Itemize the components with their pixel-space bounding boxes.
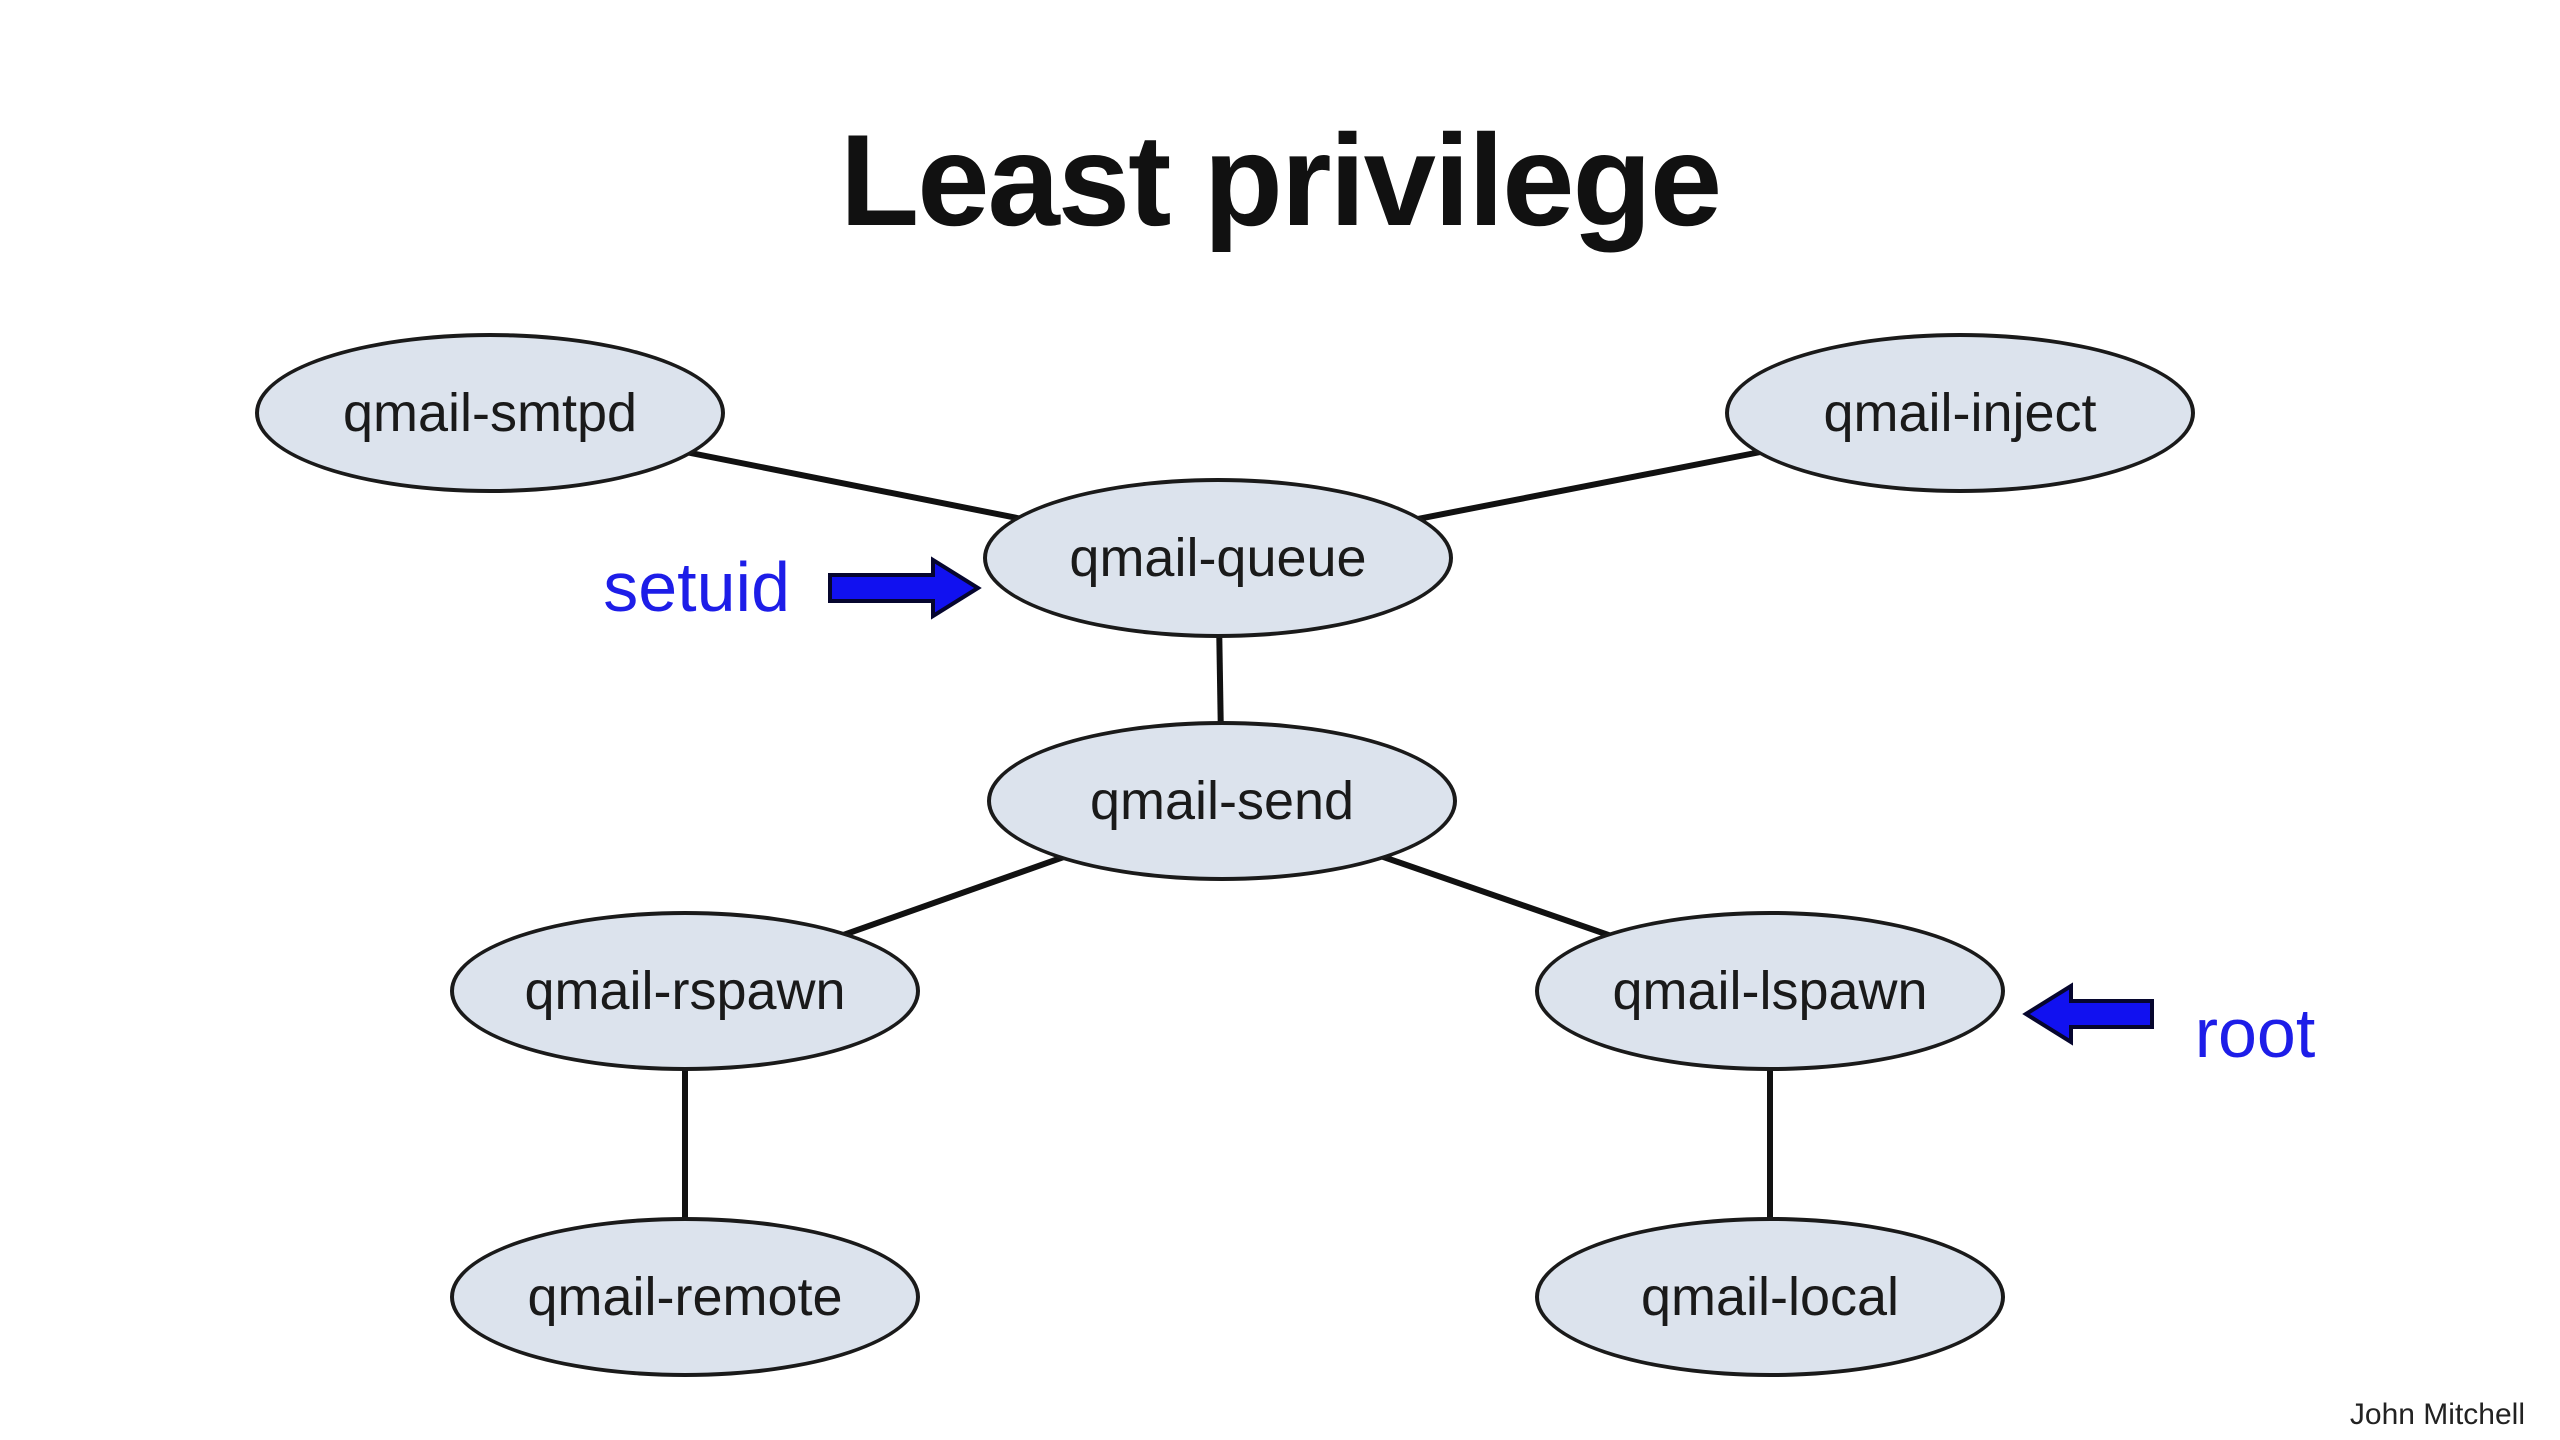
- node-qmail-remote: qmail-remote: [450, 1217, 920, 1377]
- node-label: qmail-inject: [1823, 383, 2097, 443]
- node-qmail-lspawn: qmail-lspawn: [1535, 911, 2005, 1071]
- arrow-right-icon: [828, 556, 982, 620]
- setuid-annotation: setuid: [603, 548, 790, 626]
- credit-author: John Mitchell: [2349, 1398, 2525, 1431]
- node-label: qmail-queue: [1069, 528, 1367, 588]
- page-title: Least privilege: [839, 107, 1722, 254]
- node-label: qmail-local: [1640, 1267, 1900, 1327]
- node-label: qmail-send: [1089, 771, 1355, 831]
- node-label: qmail-rspawn: [524, 961, 846, 1021]
- node-label: qmail-smtpd: [342, 383, 638, 443]
- arrow-left-icon: [2022, 982, 2154, 1046]
- node-qmail-rspawn: qmail-rspawn: [450, 911, 920, 1071]
- node-qmail-queue: qmail-queue: [983, 478, 1453, 638]
- node-qmail-inject: qmail-inject: [1725, 333, 2195, 493]
- node-label: qmail-remote: [527, 1267, 843, 1327]
- node-label: qmail-lspawn: [1612, 961, 1928, 1021]
- root-annotation: root: [2194, 994, 2316, 1072]
- node-qmail-local: qmail-local: [1535, 1217, 2005, 1377]
- node-qmail-send: qmail-send: [987, 721, 1457, 881]
- node-qmail-smtpd: qmail-smtpd: [255, 333, 725, 493]
